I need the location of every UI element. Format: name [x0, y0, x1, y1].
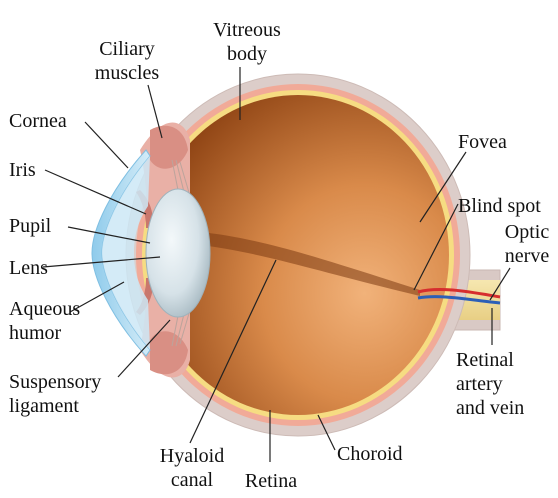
- label-aqueous-humor: Aqueous humor: [9, 297, 80, 345]
- lens: [146, 189, 210, 317]
- label-blind-spot: Blind spot: [458, 194, 541, 218]
- label-retina: Retina: [238, 469, 304, 493]
- label-fovea: Fovea: [458, 130, 507, 154]
- label-choroid: Choroid: [337, 442, 403, 466]
- label-ciliary-muscles: Ciliary muscles: [78, 37, 176, 85]
- label-hyaloid-canal: Hyaloid canal: [150, 444, 234, 492]
- label-iris: Iris: [9, 158, 36, 182]
- label-pupil: Pupil: [9, 214, 51, 238]
- label-retinal-artery-vein: Retinal artery and vein: [456, 348, 524, 420]
- label-lens: Lens: [9, 256, 48, 280]
- label-cornea: Cornea: [9, 109, 67, 133]
- label-optic-nerve: Optic nerve: [498, 220, 556, 268]
- label-vitreous-body: Vitreous body: [206, 18, 288, 66]
- label-suspensory-ligament: Suspensory ligament: [9, 370, 101, 418]
